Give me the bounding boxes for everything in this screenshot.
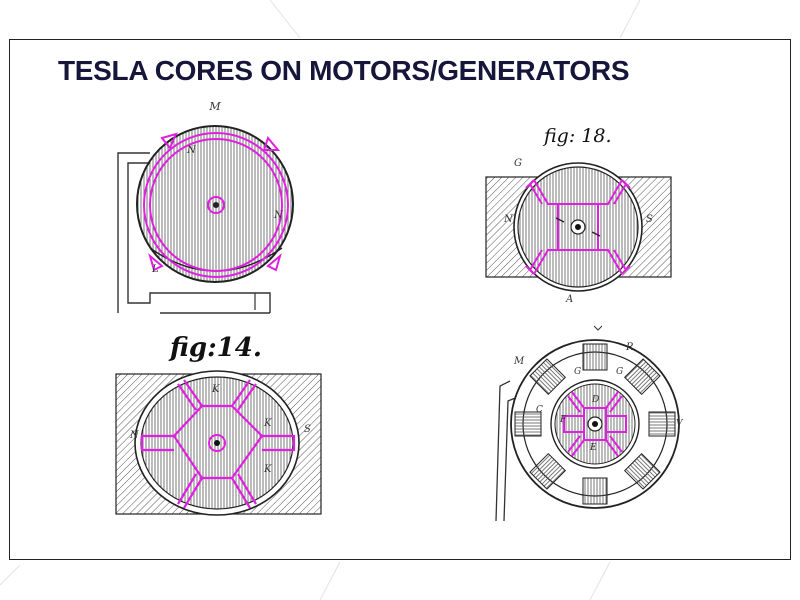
label-e: E [589, 443, 597, 453]
round-core-drawing: M N N L [117, 100, 294, 314]
figure-multipole: M R D G G F E V C [490, 325, 690, 524]
figure-14: fig:14. K N S K K [112, 326, 327, 521]
slide-title: TESLA CORES ON MOTORS/GENERATORS [58, 55, 630, 86]
figure-18-caption: fig: 18. [542, 125, 612, 147]
label-s: S [304, 424, 311, 435]
figure-18-drawing: fig: 18. G N S A [485, 125, 672, 305]
label-d: D [591, 395, 599, 405]
label-k: K [211, 384, 220, 395]
label-l: L [151, 264, 159, 275]
label-k-lower: K [263, 464, 272, 475]
label-g: G [574, 367, 581, 377]
label-g-right: G [616, 367, 623, 377]
label-f: F [559, 415, 567, 425]
label-n: N [186, 145, 197, 156]
figure-18: fig: 18. G N S A [485, 122, 676, 312]
label-m: M [513, 356, 525, 367]
label-g: G [514, 158, 522, 169]
label-n: N [503, 214, 514, 225]
field-coils [514, 343, 676, 505]
label-n-right: N [273, 210, 284, 221]
label-v: V [676, 419, 684, 429]
figure-round-core: M N N L [110, 98, 340, 318]
label-a: A [565, 294, 573, 305]
label-k-upper: K [263, 418, 272, 429]
label-r: R [625, 342, 634, 353]
label-m: M [208, 100, 221, 113]
figure-14-core-overlay [140, 379, 296, 509]
label-c: C [536, 405, 543, 415]
core-ring-overlay [143, 132, 289, 278]
multipole-drawing: M R D G G F E V C [495, 325, 684, 522]
figure-14-caption: fig:14. [168, 333, 262, 363]
figure-18-core-overlay [525, 179, 631, 275]
multipole-core-overlay [563, 391, 627, 457]
figure-14-drawing: fig:14. K N S K K [115, 333, 322, 516]
label-s: S [646, 214, 653, 225]
label-n: N [129, 430, 140, 441]
